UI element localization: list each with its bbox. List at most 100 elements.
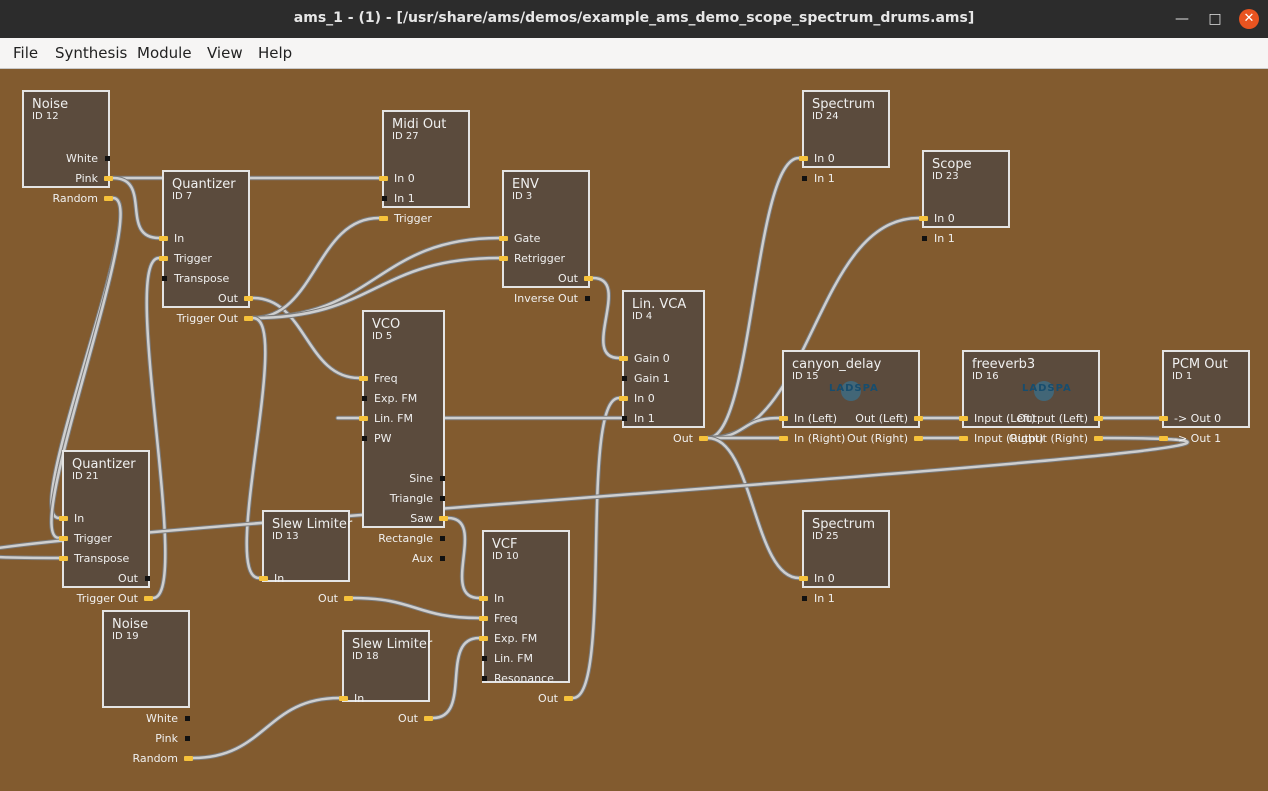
output-jack[interactable] bbox=[440, 556, 445, 561]
input-jack[interactable] bbox=[959, 436, 968, 441]
output-jack[interactable] bbox=[244, 296, 253, 301]
output-jack[interactable] bbox=[104, 196, 113, 201]
output-jack[interactable] bbox=[699, 436, 708, 441]
input-jack[interactable] bbox=[959, 416, 968, 421]
input-jack[interactable] bbox=[362, 396, 367, 401]
input-jack[interactable] bbox=[162, 276, 167, 281]
input-jack[interactable] bbox=[379, 216, 388, 221]
output-jack[interactable] bbox=[105, 156, 110, 161]
output-jack[interactable] bbox=[344, 596, 353, 601]
input-jack[interactable] bbox=[1159, 436, 1168, 441]
input-jack[interactable] bbox=[362, 436, 367, 441]
input-jack[interactable] bbox=[59, 516, 68, 521]
close-icon[interactable]: ✕ bbox=[1239, 9, 1259, 29]
patch-cable bbox=[431, 636, 481, 720]
input-jack[interactable] bbox=[482, 656, 487, 661]
output-jack[interactable] bbox=[564, 696, 573, 701]
input-port-label: Gain 0 bbox=[634, 352, 670, 365]
output-jack[interactable] bbox=[184, 756, 193, 761]
input-jack[interactable] bbox=[482, 676, 487, 681]
input-jack[interactable] bbox=[779, 416, 788, 421]
input-jack[interactable] bbox=[359, 416, 368, 421]
input-jack[interactable] bbox=[1159, 416, 1168, 421]
input-jack[interactable] bbox=[382, 196, 387, 201]
output-jack[interactable] bbox=[244, 316, 253, 321]
menu-module[interactable]: Module bbox=[137, 44, 192, 62]
input-jack[interactable] bbox=[779, 436, 788, 441]
input-jack[interactable] bbox=[159, 236, 168, 241]
input-jack[interactable] bbox=[922, 236, 927, 241]
output-jack[interactable] bbox=[185, 736, 190, 741]
input-jack[interactable] bbox=[802, 596, 807, 601]
input-port-label: In 0 bbox=[634, 392, 655, 405]
input-jack[interactable] bbox=[159, 256, 168, 261]
output-jack[interactable] bbox=[144, 596, 153, 601]
module-name: Midi Out bbox=[392, 117, 447, 132]
output-jack[interactable] bbox=[424, 716, 433, 721]
input-jack[interactable] bbox=[479, 636, 488, 641]
input-jack[interactable] bbox=[622, 416, 627, 421]
module-name: canyon_delay bbox=[792, 357, 882, 372]
output-jack[interactable] bbox=[914, 416, 923, 421]
input-jack[interactable] bbox=[622, 376, 627, 381]
input-jack[interactable] bbox=[799, 576, 808, 581]
output-jack[interactable] bbox=[1094, 416, 1103, 421]
input-jack[interactable] bbox=[479, 596, 488, 601]
input-port-label: In 0 bbox=[394, 172, 415, 185]
input-jack[interactable] bbox=[802, 176, 807, 181]
input-jack[interactable] bbox=[479, 616, 488, 621]
input-jack[interactable] bbox=[59, 536, 68, 541]
output-jack[interactable] bbox=[440, 476, 445, 481]
output-jack[interactable] bbox=[914, 436, 923, 441]
input-jack[interactable] bbox=[379, 176, 388, 181]
output-jack[interactable] bbox=[145, 576, 150, 581]
input-jack[interactable] bbox=[359, 376, 368, 381]
menu-file[interactable]: File bbox=[13, 44, 39, 62]
menu-synthesis[interactable]: Synthesis bbox=[55, 44, 128, 62]
maximize-icon[interactable]: □ bbox=[1208, 11, 1222, 27]
input-jack[interactable] bbox=[499, 256, 508, 261]
output-port-label: White bbox=[146, 712, 178, 725]
output-jack[interactable] bbox=[185, 716, 190, 721]
minimize-icon[interactable]: — bbox=[1175, 11, 1189, 27]
title-bar[interactable]: ams_1 - (1) - [/usr/share/ams/demos/exam… bbox=[0, 0, 1268, 38]
input-jack[interactable] bbox=[919, 216, 928, 221]
output-jack[interactable] bbox=[585, 296, 590, 301]
input-jack[interactable] bbox=[499, 236, 508, 241]
input-jack[interactable] bbox=[339, 696, 348, 701]
menu-help[interactable]: Help bbox=[258, 44, 293, 62]
output-jack[interactable] bbox=[439, 516, 448, 521]
input-jack[interactable] bbox=[619, 396, 628, 401]
menu-view[interactable]: View bbox=[207, 44, 243, 62]
output-jack[interactable] bbox=[440, 536, 445, 541]
output-jack[interactable] bbox=[584, 276, 593, 281]
input-jack[interactable] bbox=[619, 356, 628, 361]
input-port-label: In 1 bbox=[814, 172, 835, 185]
output-jack[interactable] bbox=[440, 496, 445, 501]
input-jack[interactable] bbox=[59, 556, 68, 561]
output-jack[interactable] bbox=[1094, 436, 1103, 441]
patch-cable bbox=[251, 256, 501, 320]
output-jack[interactable] bbox=[104, 176, 113, 181]
input-jack[interactable] bbox=[259, 576, 268, 581]
module-id: ID 18 bbox=[352, 651, 379, 662]
input-jack[interactable] bbox=[799, 156, 808, 161]
